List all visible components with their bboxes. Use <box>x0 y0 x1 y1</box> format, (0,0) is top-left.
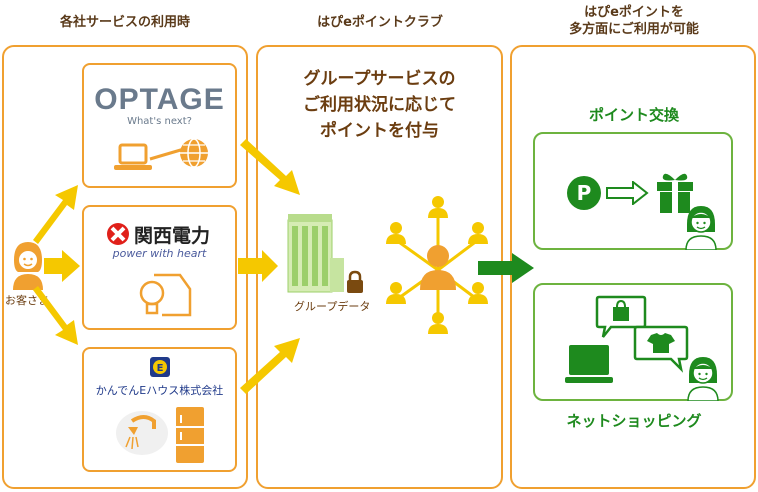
header-point-club: はぴeポイントクラブ <box>317 15 443 30</box>
service-kanden-ehouse: E かんでんEハウス株式会社 <box>82 347 237 472</box>
kanden-logo-mark: E <box>150 357 170 377</box>
net-shopping-box <box>533 283 733 401</box>
point-coin-icon: P <box>567 176 601 210</box>
laptop-globe-icon <box>114 138 208 170</box>
club-line3: ポイントを付与 <box>320 121 439 141</box>
service-optage: OPTAGE What's next? <box>82 63 237 188</box>
header-uses-line2: 多方面にご利用が可能 <box>569 22 699 37</box>
header-uses-line1: はぴeポイントを <box>584 5 684 20</box>
header-services: 各社サービスの利用時 <box>59 15 190 30</box>
exchange-arrow-icon <box>606 181 649 205</box>
bulb-house-icon <box>139 273 192 317</box>
point-exchange-title: ポイント交換 <box>588 106 679 124</box>
woman-shopper-icon <box>687 357 719 401</box>
club-description: グループサービスの ご利用状況に応じて ポイントを付与 <box>258 66 501 144</box>
club-line2: ご利用状況に応じて <box>303 95 456 115</box>
club-line1: グループサービスの <box>303 69 456 89</box>
kanden-name: かんでんEハウス株式会社 <box>95 384 224 397</box>
customer-label: お客さま <box>5 294 49 307</box>
group-data-label: グループデータ <box>294 300 371 313</box>
chat-bag-icon <box>595 295 647 338</box>
optage-tagline: What's next? <box>127 116 192 127</box>
service-kepco: 関西電力 power with heart <box>82 205 237 330</box>
svg-text:E: E <box>157 363 164 374</box>
customer-icon <box>13 242 43 290</box>
green-arrow-icon <box>478 253 534 283</box>
kepco-logo-mark <box>107 223 129 245</box>
point-exchange-box: P <box>533 132 733 250</box>
kepco-tagline: power with heart <box>112 247 207 260</box>
gift-icon <box>657 173 693 213</box>
building-icon <box>287 214 344 293</box>
people-network-icon <box>386 196 488 334</box>
computer-icon <box>565 345 613 383</box>
shower-fridge-icon <box>116 407 204 463</box>
kepco-logo: 関西電力 <box>134 225 211 247</box>
header-uses: はぴeポイントを 多方面にご利用が可能 <box>510 4 758 38</box>
chat-shirt-icon <box>633 325 689 373</box>
optage-logo: OPTAGE <box>94 83 225 116</box>
net-shopping-title: ネットショッピング <box>566 412 702 430</box>
panel-uses <box>510 45 756 489</box>
woman-icon <box>685 206 717 250</box>
lock-icon <box>347 270 363 293</box>
